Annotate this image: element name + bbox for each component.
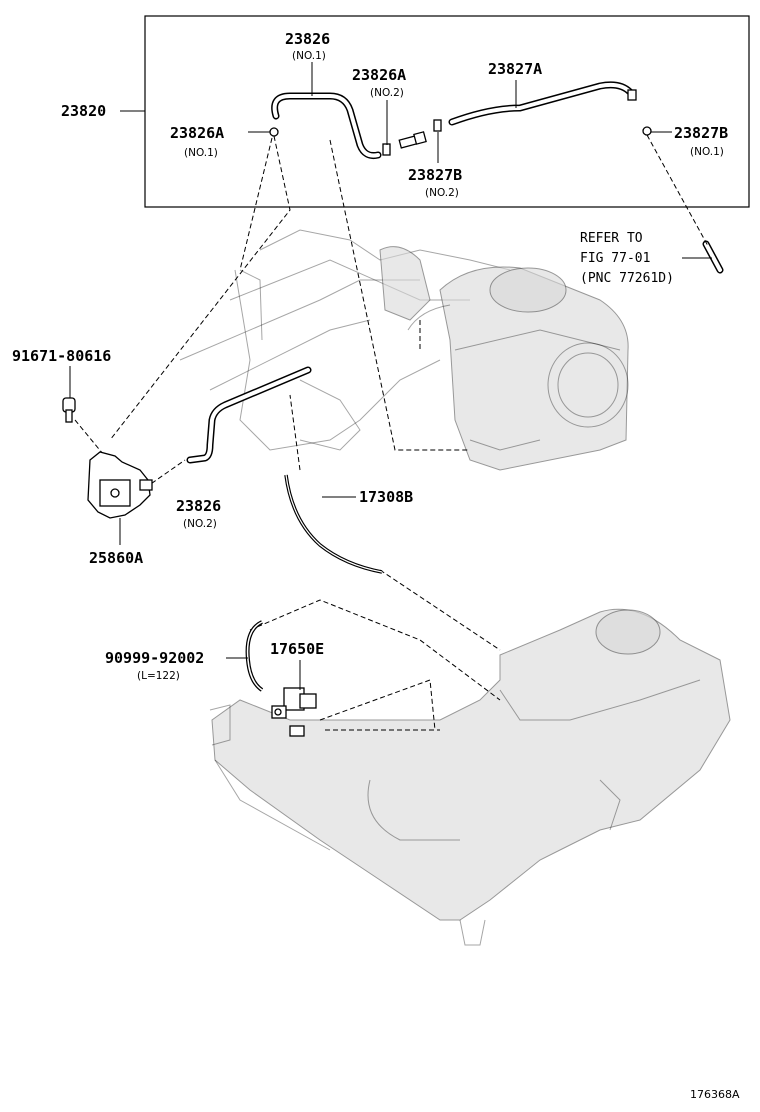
- label-23826-no1-sub: (NO.1): [292, 50, 326, 62]
- label-23826A-no2-sub: (NO.2): [370, 87, 404, 99]
- label-17650E: 17650E: [270, 640, 324, 658]
- label-23820: 23820: [61, 102, 106, 120]
- clip-23826A-no1: [269, 127, 279, 137]
- label-23827A: 23827A: [488, 60, 542, 78]
- throttle-body-assembly: [407, 266, 629, 471]
- dashed-guides: [74, 134, 709, 731]
- label-25860A: 25860A: [89, 549, 143, 567]
- hose-90999: [245, 620, 264, 692]
- label-23827B-no2-sub: (NO.2): [425, 187, 459, 199]
- refer-hose: [702, 240, 724, 274]
- vsv-25860A: [87, 451, 153, 519]
- label-17308B: 17308B: [359, 488, 413, 506]
- label-23827B-no1-sub: (NO.1): [690, 146, 724, 158]
- hose-23827A: [448, 81, 637, 126]
- refer-line-3: (PNC 77261D): [580, 271, 674, 286]
- clip-23827B-no1: [642, 126, 652, 136]
- refer-line-2: FIG 77-01: [580, 251, 650, 266]
- upper-engine-outline: [179, 229, 511, 451]
- vsv-17650E: [271, 687, 317, 737]
- label-91671-80616: 91671-80616: [12, 347, 111, 365]
- clip-23827B-no2: [433, 119, 442, 132]
- label-23826A-no1-sub: (NO.1): [184, 147, 218, 159]
- label-23826A-no2: 23826A: [352, 66, 406, 84]
- label-23826A-no1: 23826A: [170, 124, 224, 142]
- label-23826-no2: 23826: [176, 497, 221, 515]
- bolt-91671: [62, 397, 76, 423]
- label-23827B-no2: 23827B: [408, 166, 462, 184]
- hose-23826-no2: [186, 366, 312, 464]
- clip-23826A-no2: [382, 143, 391, 156]
- hose-23826-no1: [271, 92, 382, 159]
- refer-line-1: REFER TO: [580, 231, 643, 246]
- lower-engine-outline: [209, 608, 731, 946]
- connector-pipe: [398, 131, 427, 149]
- label-23827B-no1: 23827B: [674, 124, 728, 142]
- label-90999-sub: (L=122): [137, 670, 180, 682]
- label-90999-92002: 90999-92002: [105, 649, 204, 667]
- figure-code: 176368A: [690, 1088, 740, 1101]
- label-23826-no1: 23826: [285, 30, 330, 48]
- label-23826-no2-sub: (NO.2): [183, 518, 217, 530]
- tube-17308B: [284, 474, 383, 574]
